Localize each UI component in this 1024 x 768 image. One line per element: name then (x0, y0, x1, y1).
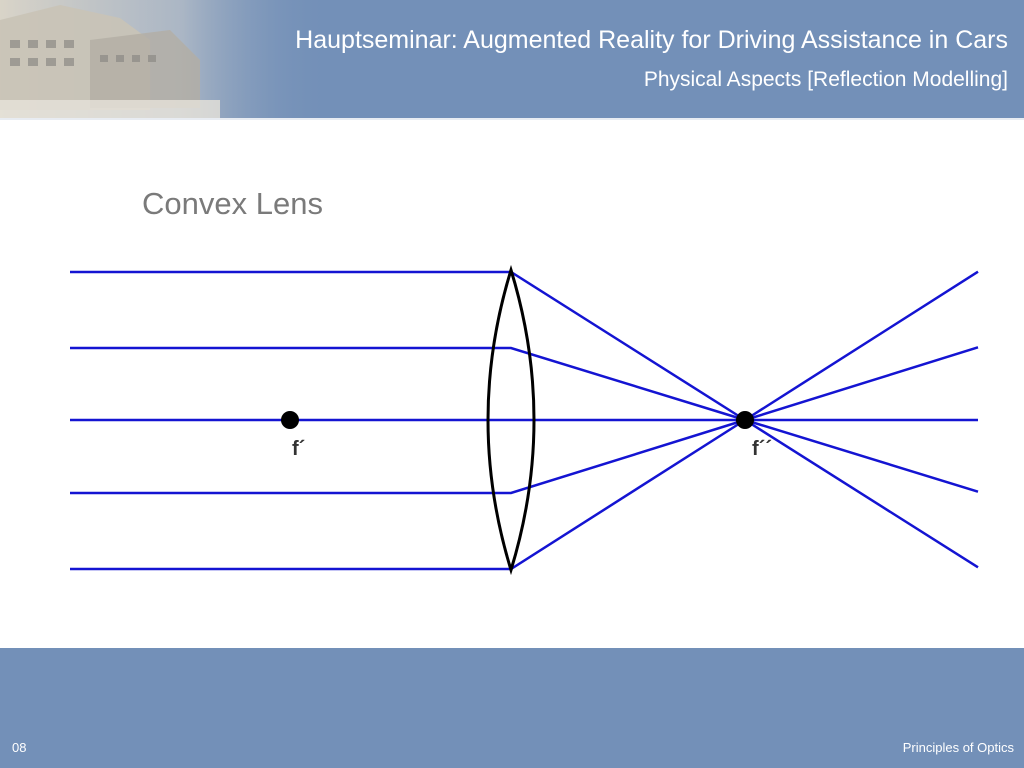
header-divider (0, 118, 1024, 120)
header-bar: Hauptseminar: Augmented Reality for Driv… (0, 0, 1024, 118)
light-ray (70, 346, 979, 493)
focal-point-right (736, 411, 754, 429)
presentation-title: Hauptseminar: Augmented Reality for Driv… (295, 26, 1008, 54)
focal-label-right: f´´ (752, 438, 772, 460)
slide-number: 08 (12, 740, 27, 755)
focal-label-left: f´ (292, 438, 305, 460)
focal-point-left (281, 411, 299, 429)
building-photo (0, 0, 330, 118)
convex-lens (486, 264, 536, 576)
light-ray (70, 270, 979, 569)
light-ray (70, 346, 979, 495)
light-ray (70, 270, 979, 571)
slide-title: Convex Lens (142, 186, 323, 221)
footer-bar: 08 Principles of Optics (0, 648, 1024, 768)
section-subtitle: Physical Aspects [Reflection Modelling] (643, 68, 1008, 91)
footer-section-label: Principles of Optics (902, 740, 1014, 755)
